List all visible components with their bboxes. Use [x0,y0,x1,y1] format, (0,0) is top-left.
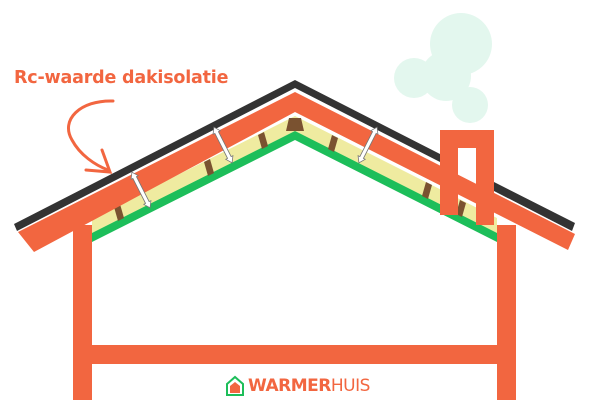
logo-text: WARMERHUIS [248,375,371,396]
rc-measure-markers [130,126,379,209]
warmerhuis-logo: WARMERHUIS [225,375,370,397]
roof-covering-layer [14,80,575,231]
diagram-title: Rc-waarde dakisolatie [14,68,229,88]
caption-arrow [67,99,115,174]
rafters [114,118,466,221]
smoke-clouds [394,13,492,123]
logo-text-light: HUIS [330,375,371,396]
house-logo-icon [226,375,244,396]
house-walls [73,225,516,400]
logo-text-bold: WARMER [248,375,331,396]
